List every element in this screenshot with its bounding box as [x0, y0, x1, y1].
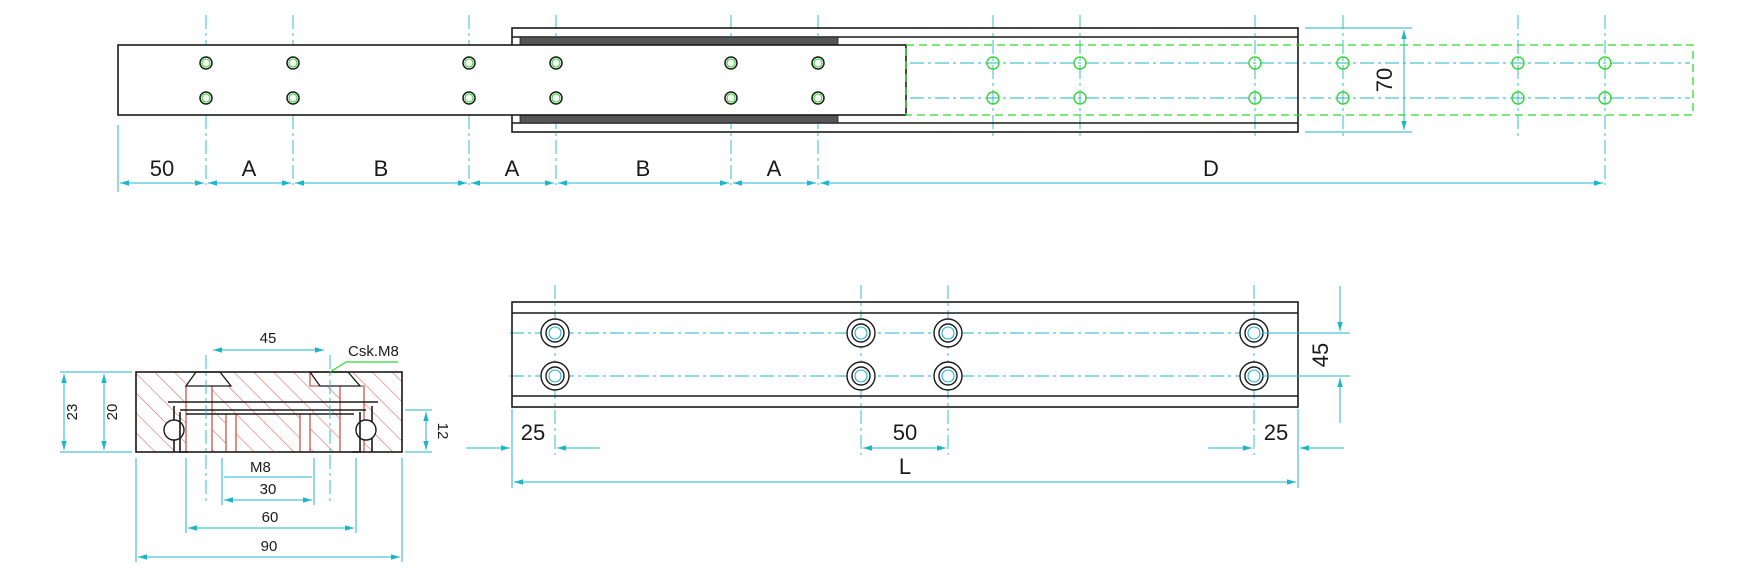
top-chain-dimension — [117, 125, 1603, 192]
top-view: 50 A B A B A D 70 — [117, 15, 1694, 192]
dim-label-30: 30 — [260, 481, 277, 498]
dim-label-45-side: 45 — [1308, 343, 1333, 367]
csk-leader — [329, 361, 347, 373]
dim-label-25-left: 25 — [521, 420, 545, 445]
dim-label-a2: A — [505, 156, 520, 181]
dim-label-a3: A — [767, 156, 782, 181]
section-outline — [135, 371, 403, 453]
extended-rail-outline — [905, 44, 1694, 116]
dim-label-50-pitch: 50 — [893, 420, 917, 445]
section-view: 45 Csk.M8 23 20 12 M8 30 60 90 — [60, 330, 451, 562]
inner-rail-holes — [199, 56, 825, 105]
extended-rail-holes — [986, 56, 1612, 105]
thread-label: M8 — [250, 459, 271, 476]
dim-label-60: 60 — [262, 509, 279, 526]
bottom-holes — [540, 318, 1269, 391]
csk-callout: Csk.M8 — [348, 343, 399, 360]
dim-label-50: 50 — [150, 156, 174, 181]
dim-label-a1: A — [242, 156, 257, 181]
bottom-view: 45 25 50 25 L — [466, 285, 1350, 488]
dim-label-70: 70 — [1372, 68, 1397, 92]
dim-label-l: L — [899, 454, 911, 479]
dim-label-20: 20 — [104, 404, 121, 421]
ball-left — [163, 419, 185, 441]
rail-side-view — [511, 301, 1299, 408]
dim-label-b1: B — [374, 156, 389, 181]
top-height-dimension — [1305, 27, 1412, 133]
dim-label-12: 12 — [434, 423, 451, 440]
inner-rail — [117, 44, 907, 116]
dim-label-90: 90 — [261, 538, 278, 555]
ball-right — [355, 419, 377, 441]
dim-label-b2: B — [636, 156, 651, 181]
dim-label-45-section: 45 — [260, 330, 277, 347]
dim-label-25-right: 25 — [1264, 420, 1288, 445]
dim-label-d: D — [1203, 156, 1219, 181]
dim-label-23: 23 — [64, 404, 81, 421]
